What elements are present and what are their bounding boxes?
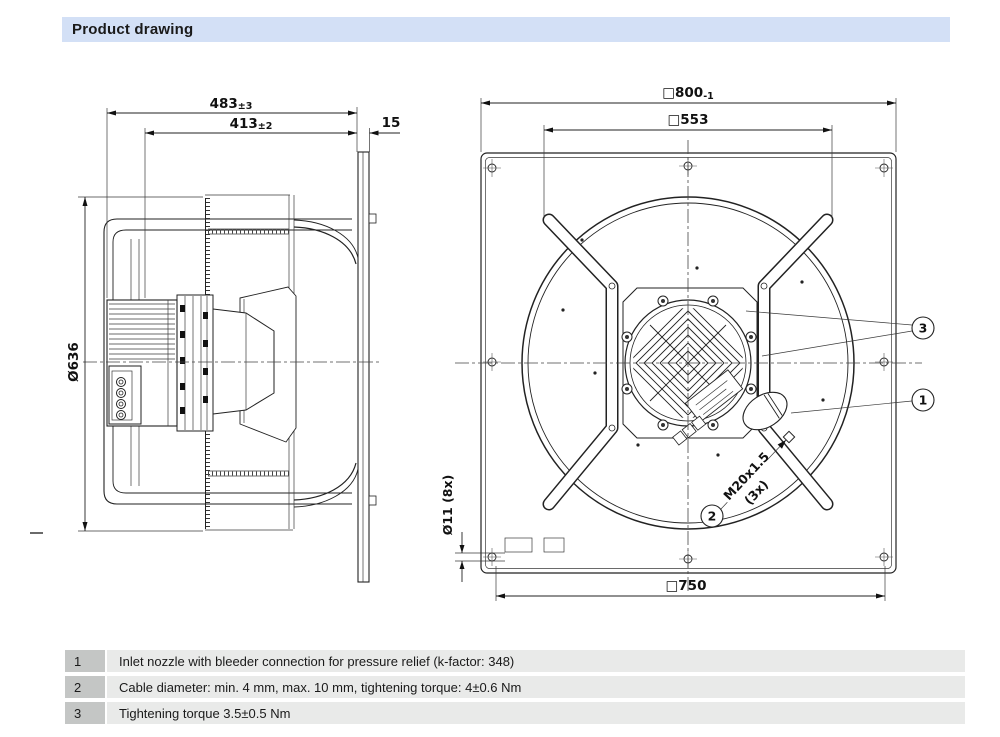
rivets — [561, 238, 825, 457]
svg-text:2: 2 — [708, 509, 717, 524]
note-row: 3 Tightening torque 3.5±0.5 Nm — [65, 702, 965, 724]
terminal-blocks — [672, 415, 707, 446]
svg-text:15: 15 — [382, 115, 401, 131]
section-title: Product drawing — [72, 21, 194, 38]
dim-750: □750 — [495, 566, 886, 601]
motor-nameplate — [684, 369, 744, 423]
svg-text:Ø636: Ø636 — [66, 342, 82, 382]
dim-15: 15 — [369, 115, 401, 152]
svg-text:□750: □750 — [666, 578, 707, 594]
svg-text:1: 1 — [919, 393, 928, 408]
note-row: 2 Cable diameter: min. 4 mm, max. 10 mm,… — [65, 676, 965, 698]
dim-483: 483±3 — [106, 96, 358, 298]
cable-glands — [116, 377, 126, 420]
plate-slot — [543, 537, 565, 553]
note-text: Inlet nozzle with bleeder connection for… — [107, 650, 965, 672]
dim-553: □553 — [543, 112, 833, 218]
note-number: 3 — [65, 702, 105, 724]
guard-struts — [542, 213, 834, 511]
note-number: 2 — [65, 676, 105, 698]
motor-screws — [621, 295, 757, 431]
svg-text:413±2: 413±2 — [230, 116, 273, 132]
motor-fins — [109, 300, 175, 426]
dim-11: Ø11 (8x) — [440, 475, 505, 582]
cable-gland-front — [782, 430, 796, 444]
stray-dash — [30, 532, 43, 534]
svg-text:□800-1: □800-1 — [662, 85, 714, 102]
dim-413: 413±2 — [144, 116, 357, 298]
note-text: Tightening torque 3.5±0.5 Nm — [107, 702, 965, 724]
plate-slot — [504, 537, 533, 553]
note-row: 1 Inlet nozzle with bleeder connection f… — [65, 650, 965, 672]
note-text: Cable diameter: min. 4 mm, max. 10 mm, t… — [107, 676, 965, 698]
svg-text:3: 3 — [919, 321, 928, 336]
note-number: 1 — [65, 650, 105, 672]
dim-636: Ø636 — [66, 196, 203, 532]
svg-text:Ø11 (8x): Ø11 (8x) — [440, 475, 455, 536]
svg-text:483±3: 483±3 — [210, 96, 253, 112]
svg-text:□553: □553 — [668, 112, 709, 128]
section-header: Product drawing — [62, 17, 950, 42]
dim-800: □800-1 — [480, 85, 897, 152]
callout-3: 3 — [745, 310, 935, 357]
callout-1: 1 — [790, 388, 935, 414]
bleeder-nozzle — [742, 391, 788, 431]
side-view: 483±3 413±2 15 Ø636 — [66, 96, 401, 583]
front-view: □800-1 □553 □750 Ø11 (8x) — [440, 85, 935, 601]
